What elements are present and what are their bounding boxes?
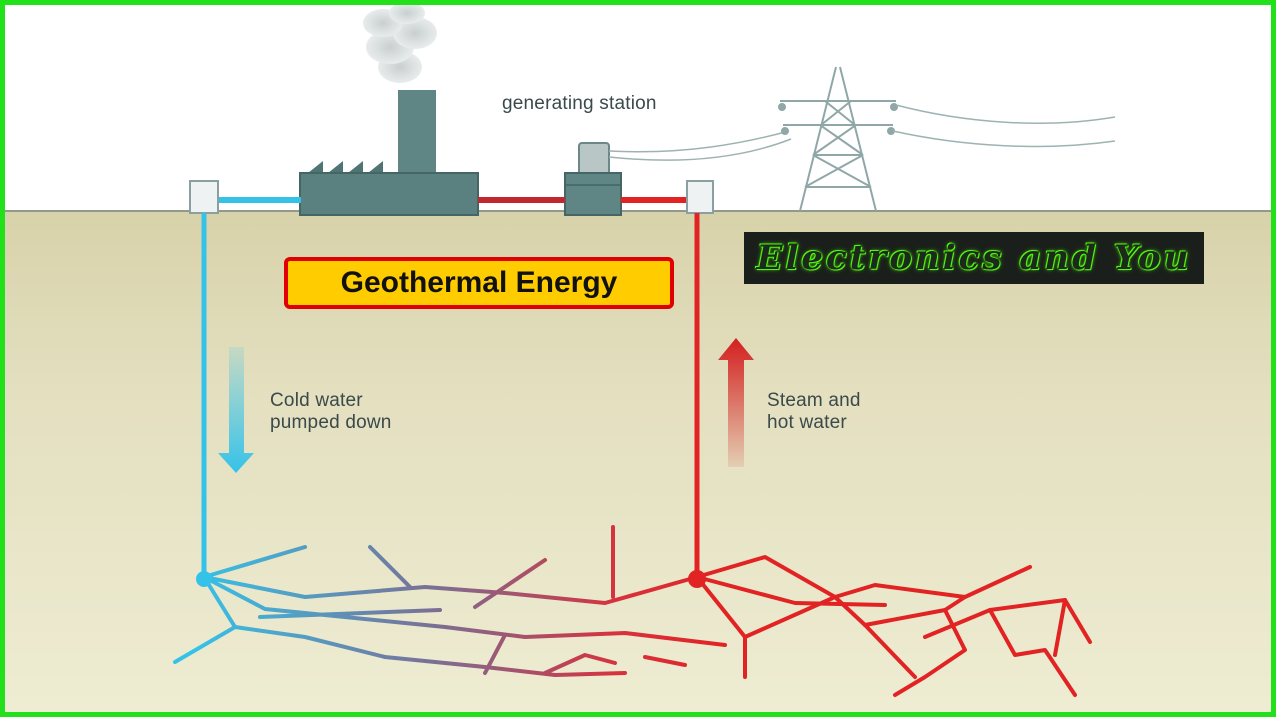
smoke-plume [363,5,437,83]
up-arrow-icon [718,338,754,467]
wellhead-icon [189,180,219,214]
hot-well-junction [688,570,706,588]
generating-station-label: generating station [502,93,657,114]
wellhead-icon [686,180,714,214]
power-line-right-2 [892,130,1116,148]
page-title: Geothermal Energy [340,266,618,299]
turbine-icon [564,142,622,216]
steam-hot-water-label: Steam and hot water [767,390,861,433]
fracture-network [173,525,727,677]
smokestack-icon [398,90,436,182]
hot-fracture-network [695,555,1092,697]
title-box: Geothermal Energy [284,257,674,309]
power-line-left-1 [608,130,790,153]
power-line-right-1 [895,104,1116,124]
logo-banner: Electronics and You [744,232,1204,284]
power-line-left-2 [608,138,792,161]
cold-well-junction [196,571,212,587]
transmission-tower-icon [778,66,898,212]
factory-icon [299,161,479,216]
cold-water-label: Cold water pumped down [270,390,392,433]
down-arrow-icon [218,347,254,473]
logo-text: Electronics and You [756,238,1192,278]
